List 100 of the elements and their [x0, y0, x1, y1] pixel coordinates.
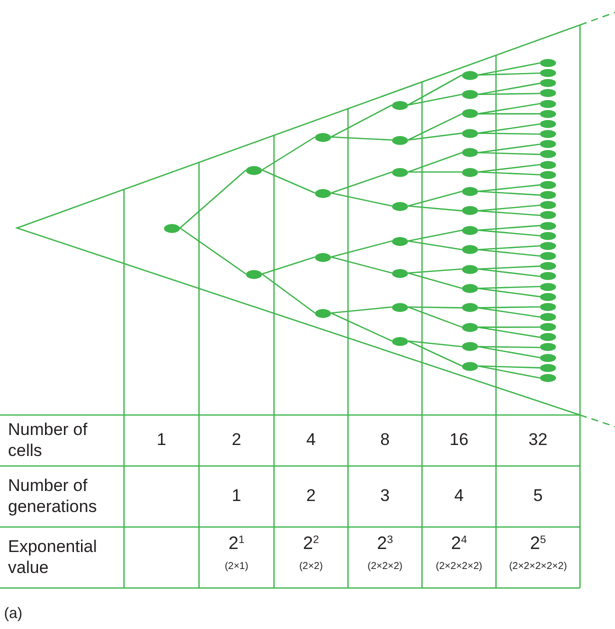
branch-line — [478, 123, 540, 134]
cell-oval — [540, 313, 556, 321]
cell-oval — [392, 136, 408, 144]
cell-oval — [540, 222, 556, 230]
cell-oval — [462, 128, 478, 138]
branch-line — [330, 312, 392, 342]
panel-label: (a) — [4, 604, 24, 624]
cell-oval — [540, 242, 556, 250]
cell-oval — [540, 170, 556, 179]
branch-line — [262, 169, 316, 194]
cell-oval — [540, 130, 556, 138]
cell-oval — [540, 211, 556, 220]
branch-line — [408, 230, 462, 242]
branch-line — [408, 171, 462, 173]
branch-line — [262, 273, 316, 314]
cell-oval — [392, 302, 408, 312]
branch-line — [262, 136, 316, 171]
cell-oval — [315, 252, 331, 262]
branch-line — [478, 103, 540, 114]
cell-oval — [392, 168, 408, 176]
branch-line — [478, 62, 540, 76]
power-value: 2$^{5}$ — [528, 532, 548, 556]
cell-oval — [540, 323, 556, 332]
cell-oval — [462, 226, 478, 235]
branch-line — [478, 210, 540, 216]
branch-line — [478, 190, 540, 196]
branch-line — [478, 164, 540, 173]
branch-line — [478, 132, 540, 135]
cell-oval — [540, 140, 556, 148]
power-value: 2$^{2}$ — [302, 532, 320, 556]
cell-oval — [540, 201, 556, 210]
cell-oval — [540, 282, 556, 291]
cell-oval — [540, 89, 556, 98]
branch-line — [478, 346, 540, 358]
count-value: 2 — [230, 429, 242, 452]
branch-line — [330, 136, 392, 141]
branch-line — [478, 204, 540, 212]
branch-line — [180, 227, 246, 275]
count-value: 16 — [448, 429, 470, 452]
branch-line — [330, 171, 392, 194]
cell-oval — [540, 191, 556, 200]
generation-value: 1 — [230, 485, 242, 508]
cell-oval — [246, 270, 262, 278]
product-expression: (2×2×2) — [366, 560, 404, 574]
generation-value: 2 — [305, 485, 317, 508]
generation-value: 5 — [532, 485, 544, 508]
cell-oval — [540, 354, 556, 362]
product-expression: (2×1) — [224, 560, 250, 574]
cell-oval — [462, 206, 478, 216]
branch-line — [478, 268, 540, 277]
branch-line — [478, 326, 540, 338]
branch-line — [408, 240, 462, 250]
branch-line — [478, 266, 540, 270]
cell-oval — [540, 79, 556, 88]
branch-line — [330, 256, 392, 274]
cell-oval — [462, 148, 478, 158]
product-expression: (2×2) — [298, 560, 324, 574]
branch-line — [408, 268, 462, 274]
branch-line — [330, 192, 392, 207]
branch-line — [478, 184, 540, 192]
cell-oval — [164, 224, 180, 232]
branch-line — [180, 170, 246, 228]
cell-oval — [462, 284, 478, 293]
cell-oval — [462, 303, 478, 312]
row-header: Number of generations — [8, 475, 98, 518]
cell-oval — [540, 302, 556, 311]
branch-line — [478, 171, 540, 176]
branch-line — [408, 190, 462, 207]
branch-line — [408, 306, 462, 308]
cell-oval — [540, 292, 556, 301]
branch-line — [408, 205, 462, 212]
cell-oval — [315, 308, 331, 318]
cell-oval — [540, 100, 556, 108]
cell-oval — [392, 100, 408, 110]
cell-oval — [540, 110, 556, 118]
branch-line — [408, 94, 462, 106]
cell-oval — [315, 132, 331, 142]
power-value: 2$^{4}$ — [450, 532, 468, 556]
branch-line — [408, 152, 462, 173]
power-value: 2$^{3}$ — [376, 532, 394, 556]
cell-oval — [540, 272, 556, 280]
branch-line — [262, 256, 316, 275]
cell-oval — [540, 333, 556, 342]
cell-oval — [540, 160, 556, 169]
branch-line — [478, 365, 540, 379]
branch-line — [478, 72, 540, 76]
branch-line — [478, 144, 540, 154]
product-expression: (2×2×2×2×2) — [508, 560, 568, 574]
branch-line — [478, 152, 540, 156]
row-header: Exponential value — [8, 536, 98, 578]
cell-oval — [392, 236, 408, 246]
cell-oval — [462, 168, 478, 176]
count-value: 4 — [305, 429, 317, 452]
count-value: 32 — [528, 429, 548, 452]
branch-line — [408, 132, 462, 141]
branch-line — [478, 326, 540, 328]
branch-line — [330, 240, 392, 258]
cell-oval — [540, 343, 556, 352]
count-value: 1 — [156, 429, 168, 452]
cell-oval — [462, 342, 478, 352]
